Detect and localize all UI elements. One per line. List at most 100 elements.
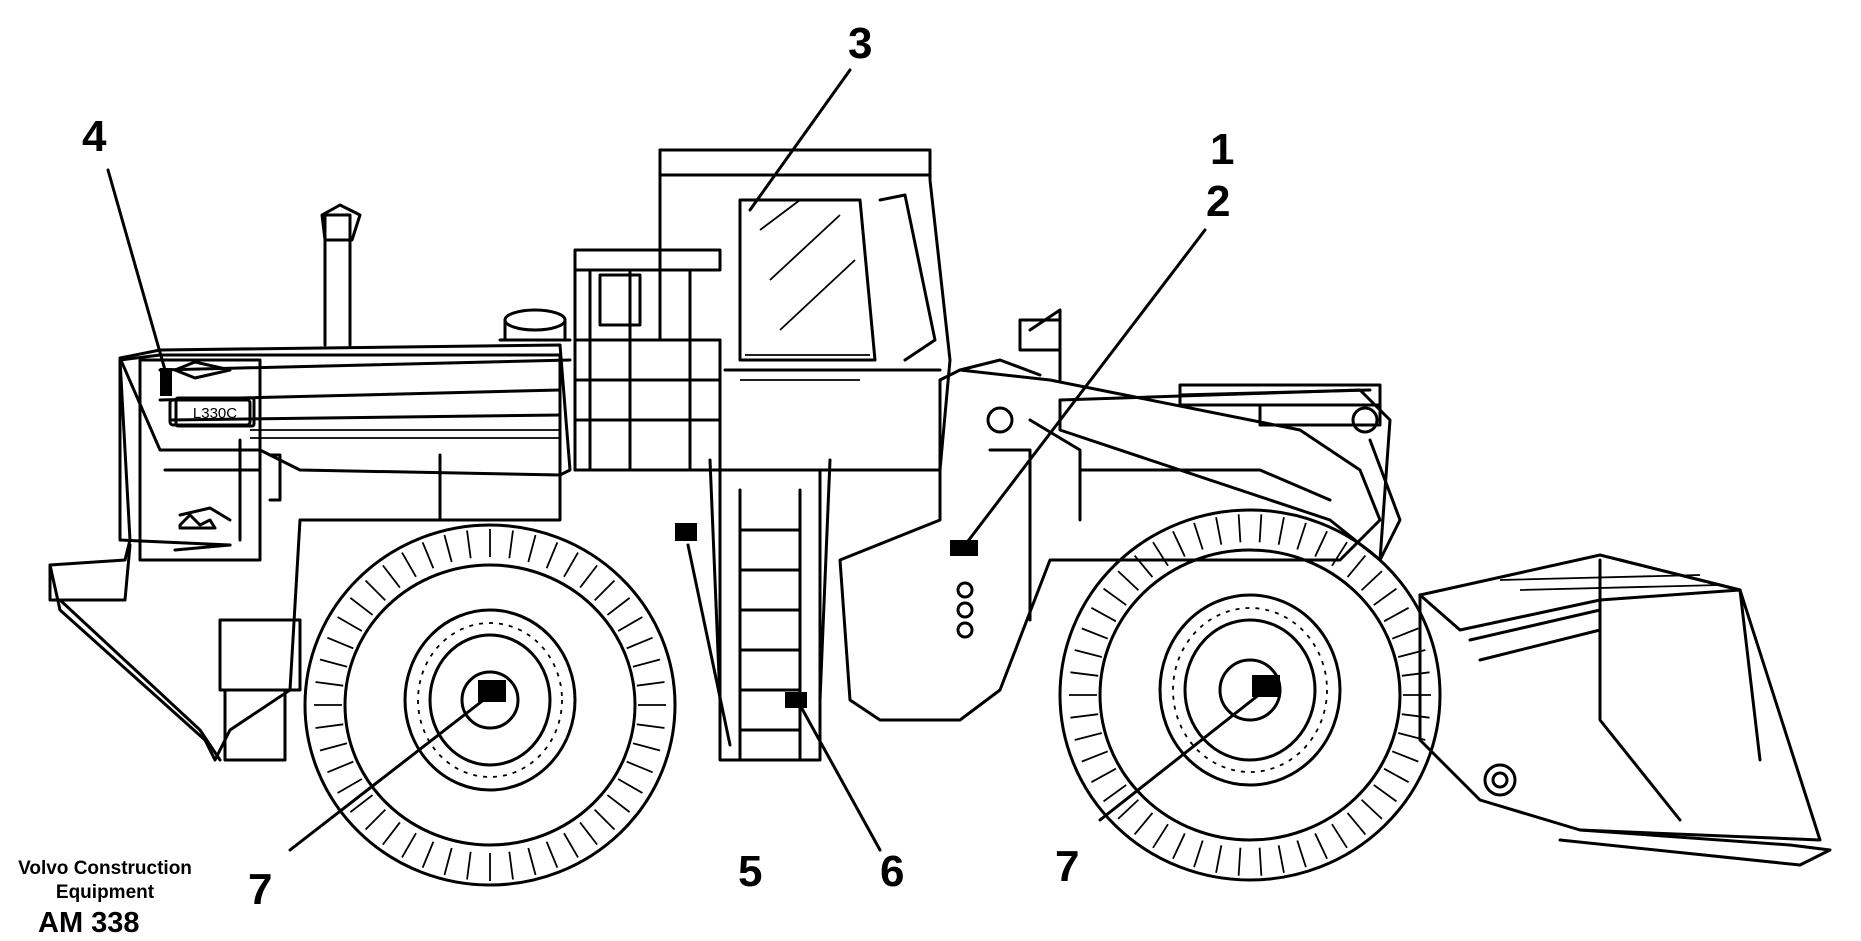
tread-line [563, 552, 579, 578]
tread-line [626, 760, 653, 774]
brand-line-1: Volvo Construction [18, 858, 192, 879]
tread-line [636, 723, 665, 729]
tread-line [327, 636, 354, 650]
lift-arm [1018, 308, 1402, 562]
tread-line [1081, 750, 1109, 763]
tread-line [364, 579, 386, 601]
tread-line [1296, 522, 1307, 550]
tread-line [579, 821, 598, 846]
tread-line [617, 778, 643, 794]
drawing-code: AM 338 [38, 907, 140, 939]
tread-line [443, 534, 453, 563]
tread-line [1331, 541, 1348, 567]
tread-line [1391, 750, 1419, 763]
callout-6: 6 [880, 847, 905, 896]
tread-line [319, 742, 348, 752]
leader-5 [686, 543, 732, 747]
tread-line [632, 742, 661, 752]
tread-line [1103, 784, 1127, 803]
operator-cab [658, 148, 952, 472]
tread-line [1117, 799, 1140, 820]
callout-4: 4 [82, 112, 107, 161]
tread-line [1237, 514, 1242, 543]
callout-5: 5 [738, 847, 763, 896]
tread-line [563, 832, 579, 858]
tread-line [466, 851, 472, 880]
label-marker-5 [675, 523, 697, 541]
tread-line [1152, 823, 1169, 849]
rear-wheel [303, 523, 677, 887]
tread-line [617, 616, 643, 632]
callout-7-front: 7 [1055, 842, 1080, 891]
callout-leaders [106, 68, 1267, 852]
air-intake [498, 308, 572, 342]
tread-line [1373, 784, 1397, 803]
tread-line [1360, 570, 1383, 591]
cab-railing [573, 248, 722, 472]
label-marker-4 [160, 368, 172, 396]
tread-line [1090, 607, 1117, 623]
tread-line [1277, 517, 1285, 545]
tread-line [349, 794, 374, 813]
tread-line [1215, 845, 1223, 873]
tread-line [382, 821, 401, 846]
tread-line [364, 809, 386, 831]
tread-line [337, 616, 363, 632]
tread-line [1391, 627, 1419, 640]
tread-line [1258, 847, 1263, 876]
tread-line [1296, 840, 1307, 868]
model-label: L330C [193, 405, 237, 422]
tread-line [1237, 847, 1242, 876]
leader-6 [798, 703, 882, 852]
leader-3 [748, 68, 852, 212]
tread-line [1090, 767, 1117, 783]
tread-line [1383, 607, 1410, 623]
tread-line [632, 658, 661, 668]
tread-line [594, 579, 616, 601]
tread-line [1193, 522, 1204, 550]
tread-line [594, 809, 616, 831]
brand-emblem-icon [178, 513, 217, 530]
tread-line [1081, 627, 1109, 640]
tread-line [527, 534, 537, 563]
label-marker-7-front [1252, 675, 1280, 697]
tread-line [1397, 649, 1426, 658]
tread-line [1360, 799, 1383, 820]
tread-line [1172, 530, 1186, 557]
leader-7-front [1098, 688, 1267, 822]
brand-caption: Volvo Construction Equipment [0, 857, 210, 905]
model-plate [174, 396, 256, 428]
callout-2: 2 [1206, 177, 1231, 226]
tread-line [1070, 713, 1099, 719]
tread-line [1070, 671, 1099, 677]
tread-line [606, 794, 631, 813]
tread-line [315, 723, 344, 729]
tread-line [382, 564, 401, 589]
tread-line [508, 530, 514, 559]
callout-3: 3 [848, 19, 873, 68]
tread-line [1346, 554, 1367, 578]
tread-line [1401, 713, 1430, 719]
tread-line [401, 832, 417, 858]
tread-line [337, 778, 363, 794]
rear-wheel-tread [314, 529, 666, 881]
callout-1: 1 [1210, 125, 1235, 174]
callout-7-rear: 7 [248, 865, 273, 914]
tread-line [527, 847, 537, 876]
tread-line [421, 841, 435, 868]
tread-line [315, 681, 344, 687]
tread-line [1074, 732, 1103, 741]
tread-line [1397, 732, 1426, 741]
tread-line [1401, 671, 1430, 677]
tread-line [401, 552, 417, 578]
front-wheel [1058, 508, 1442, 882]
label-marker-6 [785, 692, 807, 708]
tread-line [1314, 530, 1328, 557]
tread-line [1314, 833, 1328, 860]
tread-line [1258, 514, 1263, 543]
brand-line-2: Equipment [55, 881, 155, 903]
tread-line [1117, 570, 1140, 591]
tread-line [508, 851, 514, 880]
